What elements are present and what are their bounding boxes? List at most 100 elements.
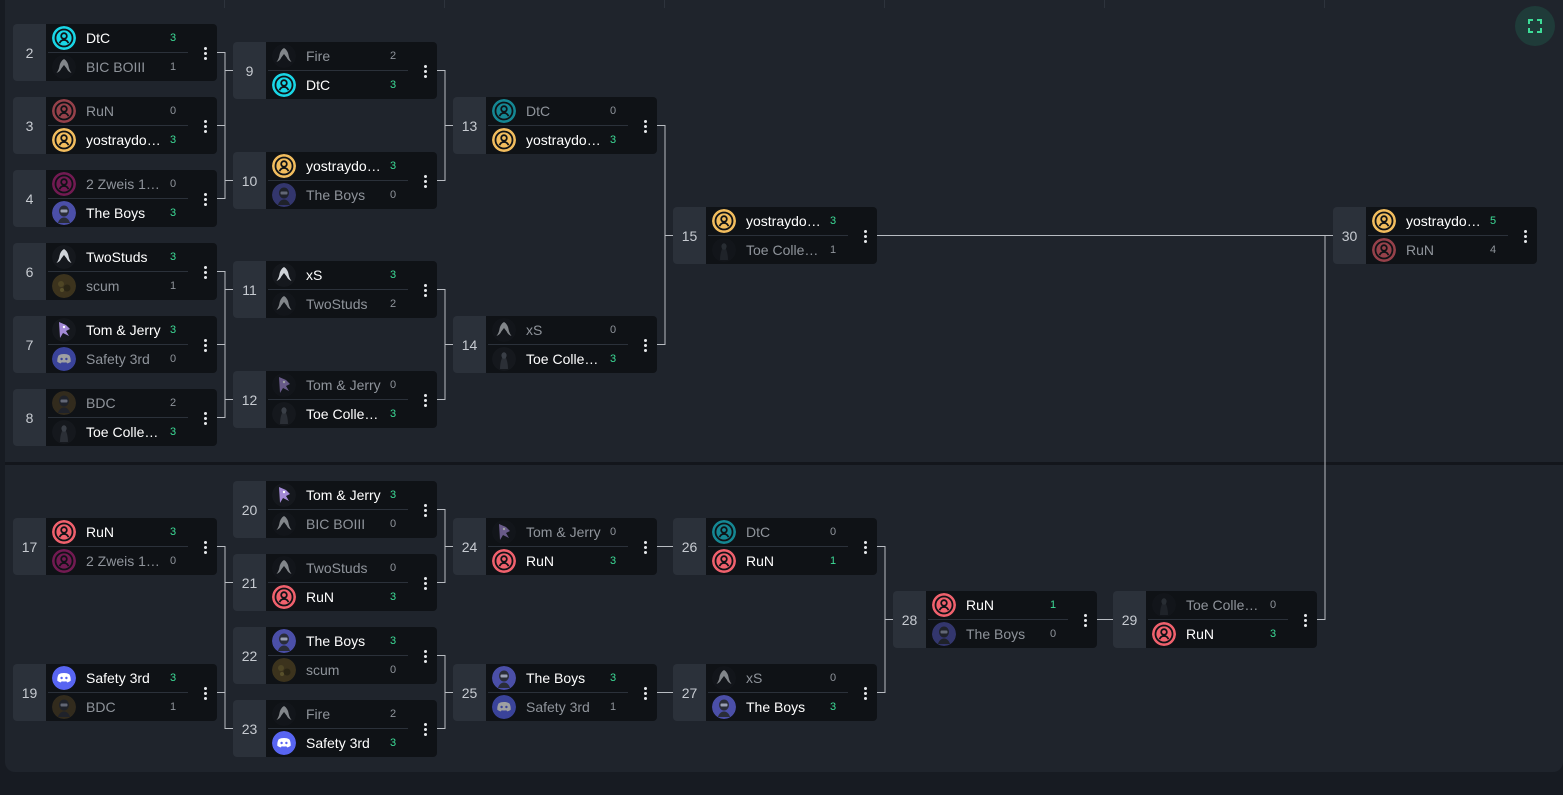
match-menu-icon[interactable]: [197, 538, 213, 556]
team-row-loser[interactable]: Toe Collect...1: [706, 236, 848, 264]
match-menu-icon[interactable]: [197, 44, 213, 62]
match-menu-icon[interactable]: [417, 172, 433, 190]
match-menu-icon[interactable]: [857, 538, 873, 556]
match-menu-icon[interactable]: [1077, 611, 1093, 629]
match-menu-icon[interactable]: [197, 190, 213, 208]
match-menu-icon[interactable]: [637, 117, 653, 135]
team-row-loser[interactable]: 2 Zweis 1 ...0: [46, 547, 188, 575]
match-menu-icon[interactable]: [637, 538, 653, 556]
match-menu-icon[interactable]: [417, 574, 433, 592]
match-menu-icon[interactable]: [197, 117, 213, 135]
team-row-winner[interactable]: Toe Collect...3: [46, 418, 188, 446]
match-menu-icon[interactable]: [637, 684, 653, 702]
match-menu-icon[interactable]: [417, 647, 433, 665]
match-menu-icon[interactable]: [637, 336, 653, 354]
team-row-loser[interactable]: Toe Collect...0: [1146, 591, 1288, 619]
match-menu-icon[interactable]: [857, 227, 873, 245]
match-menu-icon[interactable]: [417, 62, 433, 80]
match-menu-icon[interactable]: [857, 684, 873, 702]
match-menu-icon[interactable]: [417, 501, 433, 519]
fullscreen-button[interactable]: [1515, 6, 1555, 46]
team-row-winner[interactable]: Toe Collect...3: [266, 400, 408, 428]
match-menu-icon[interactable]: [1517, 227, 1533, 245]
match-menu-icon[interactable]: [197, 263, 213, 281]
match-menu-icon[interactable]: [197, 409, 213, 427]
match-menu-icon[interactable]: [197, 336, 213, 354]
team-row-winner[interactable]: Toe Collect...3: [486, 345, 628, 373]
match-menu-icon[interactable]: [417, 720, 433, 738]
match-menu-icon[interactable]: [197, 684, 213, 702]
match-menu-icon[interactable]: [417, 391, 433, 409]
team-row-loser[interactable]: 2 Zweis 1 ...0: [46, 170, 188, 198]
